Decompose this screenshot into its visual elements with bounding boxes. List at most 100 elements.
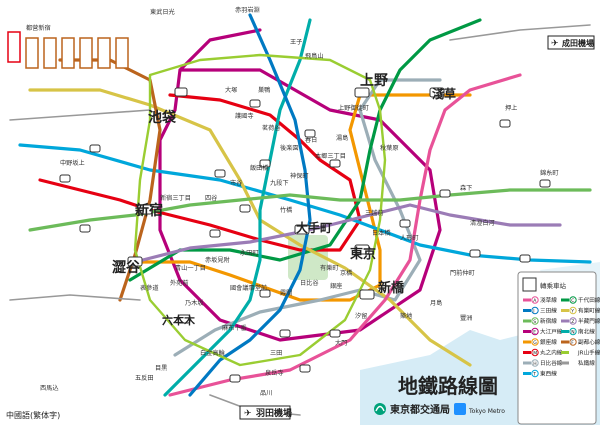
haneda-airport-badge: ✈ 羽田機場 [239,405,292,420]
svg-text:湯島: 湯島 [336,134,348,142]
svg-text:本郷三丁目: 本郷三丁目 [315,152,346,160]
svg-text:巣鴨: 巣鴨 [258,86,270,94]
legend-line-letter: F [571,340,574,346]
legend-line-label: 三田線 [540,307,557,315]
svg-text:新宿三丁目: 新宿三丁目 [160,194,191,202]
svg-text:目黒: 目黒 [155,365,167,372]
svg-text:外苑前: 外苑前 [170,279,189,287]
svg-text:五反田: 五反田 [135,374,154,382]
svg-text:後楽園: 後楽園 [280,144,299,152]
language-note: 中國語(繁体字) [6,410,60,420]
legend-line-label: 千代田線 [578,296,600,304]
hub-label-ueno: 上野 [360,73,388,89]
legend-line-letter: N [571,330,574,336]
legend-line-letter: G [533,340,537,346]
legend-line-label: 南北線 [578,328,595,336]
hub-label-shibuya: 澀谷 [112,260,141,276]
svg-text:日本橋: 日本橋 [372,229,391,237]
private-line-3 [449,24,591,41]
legend-line-label: 私鐵線 [578,359,595,367]
svg-text:白金高輪: 白金高輪 [200,349,226,357]
legend-line-symbol [569,327,577,336]
svg-text:泉岳寺: 泉岳寺 [265,369,284,377]
airplane-icon: ✈ [551,39,559,49]
station-labels: 都营新宿 東武日光 赤羽岩淵 王子 飛鳥山 巣鴨 大塚 護國寺 茗荷谷 後楽園 … [26,6,559,397]
svg-text:三田: 三田 [270,350,282,357]
svg-text:有樂町: 有樂町 [320,264,339,272]
tozai-line [18,143,592,264]
legend-line-letter: C [571,298,574,304]
legend-line-letter: H [533,361,536,367]
legend-line-letter: T [532,372,536,378]
legend-line-label: 日比谷線 [540,359,563,367]
legend-line-label: JR山手線 [577,349,600,357]
title-banner: 地鐵路線圖 東京都交通局 Tokyo Metro [374,374,505,416]
legend-line-label: 半藏門線 [578,317,600,325]
north-west-station-block [7,31,129,69]
svg-text:春日: 春日 [305,136,317,144]
legend-transfer-note: 轉乘車站 [540,281,567,290]
svg-text:中野坂上: 中野坂上 [60,159,85,167]
hub-label-ikebukuro: 池袋 [148,109,177,126]
legend-line-label: 有樂町線 [578,307,600,315]
legend-line-label: 大江戸線 [540,328,563,336]
hub-label-roppongi: 六本木 [162,313,196,327]
toei-logo-icon [374,403,386,415]
narita-airport-label: 成田機場 [562,38,594,48]
svg-text:四谷: 四谷 [205,194,217,202]
svg-text:三越前: 三越前 [365,209,384,217]
legend-line-symbol [531,317,539,325]
svg-text:護國寺: 護國寺 [235,112,254,120]
svg-text:森下: 森下 [460,184,472,192]
legend-line-symbol [531,306,539,315]
namboku-line [163,18,312,397]
legend-line-label: 副都心線 [578,338,600,346]
private-line-2 [9,294,141,301]
svg-text:飛鳥山: 飛鳥山 [305,52,324,60]
legend-line-label: 丸之内線 [540,349,563,357]
fukutoshin-line [58,58,162,302]
legend-line-letter: S [533,319,536,325]
hub-label-otemachi: 大手町 [296,220,332,235]
svg-text:西馬込: 西馬込 [40,384,59,392]
legend-line-letter: M [533,351,537,357]
svg-text:竹橋: 竹橋 [280,206,293,214]
legend-line-label: 淺草線 [540,296,557,304]
svg-text:表參道: 表參道 [140,284,159,292]
legend-line-label: 銀座線 [540,338,557,346]
svg-text:日比谷: 日比谷 [300,279,319,287]
hub-label-asakusa: 淺草 [432,86,456,101]
svg-text:王子: 王子 [290,39,302,46]
svg-text:人形町: 人形町 [400,234,419,242]
svg-text:霞關: 霞關 [280,290,292,297]
svg-text:國會議事堂前: 國會議事堂前 [230,284,267,292]
svg-text:市谷: 市谷 [230,179,242,187]
svg-text:茗荷谷: 茗荷谷 [262,124,281,132]
hanzomon-line [133,203,562,264]
legend-line-letter: Z [571,319,574,325]
svg-text:神保町: 神保町 [290,172,309,180]
yamanote-line [133,53,387,367]
svg-text:乃木坂: 乃木坂 [185,299,204,307]
svg-text:豐洲: 豐洲 [460,314,472,322]
mita-line [188,13,312,397]
legend-line-symbol [569,317,577,325]
legend-line-symbol [531,338,539,346]
legend-line-letter: A [533,298,537,304]
svg-text:銀座: 銀座 [330,282,342,290]
svg-text:大門: 大門 [335,339,347,347]
svg-text:青山一丁目: 青山一丁目 [175,264,206,272]
legend-line-symbol [531,359,539,367]
legend-line-label: 東西線 [540,370,557,378]
legend-line-letter: Y [570,309,574,315]
svg-text:汐留: 汐留 [355,312,367,320]
legend-line-label: 新宿線 [540,317,557,325]
svg-text:築地: 築地 [400,312,412,320]
svg-text:秋葉原: 秋葉原 [380,144,399,152]
legend-line-symbol [531,348,539,357]
svg-text:都营新宿: 都营新宿 [26,24,51,32]
hub-label-tokyo: 東京 [350,246,376,262]
